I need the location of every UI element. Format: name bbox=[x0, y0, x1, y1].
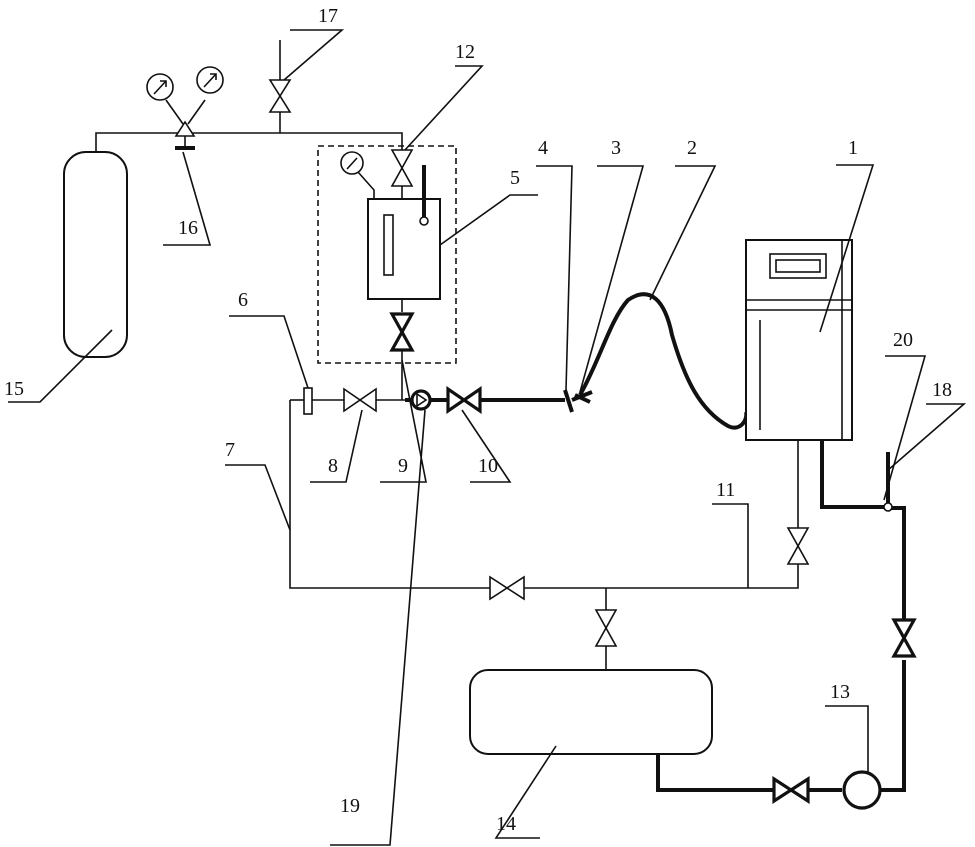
label-6: 6 bbox=[238, 289, 248, 311]
label-14: 14 bbox=[496, 813, 516, 835]
vessel bbox=[367, 198, 441, 300]
label-2: 2 bbox=[687, 137, 697, 159]
label-4: 4 bbox=[538, 137, 548, 159]
valve-icon bbox=[389, 312, 415, 352]
label-20: 20 bbox=[893, 329, 913, 351]
valve-icon bbox=[786, 527, 810, 565]
valve-icon bbox=[594, 609, 618, 647]
label-5: 5 bbox=[510, 167, 520, 189]
label-18: 18 bbox=[932, 379, 952, 401]
pressure-gauge-icon bbox=[146, 73, 174, 101]
label-9: 9 bbox=[398, 455, 408, 477]
level-gauge bbox=[383, 214, 394, 276]
pressure-regulator bbox=[165, 99, 206, 150]
label-8: 8 bbox=[328, 455, 338, 477]
label-19: 19 bbox=[340, 795, 360, 817]
dashed-enclosure bbox=[317, 145, 457, 364]
fitting-3 bbox=[571, 390, 593, 404]
label-7: 7 bbox=[225, 439, 235, 461]
label-17: 17 bbox=[318, 5, 338, 27]
valve-icon bbox=[268, 79, 292, 113]
label-12: 12 bbox=[455, 41, 475, 63]
valve-icon bbox=[343, 387, 377, 413]
label-16: 16 bbox=[178, 217, 198, 239]
test-apparatus bbox=[745, 239, 853, 441]
valve-icon bbox=[446, 385, 482, 415]
connector-4 bbox=[563, 389, 574, 413]
check-valve-icon bbox=[410, 389, 432, 411]
label-3: 3 bbox=[611, 137, 621, 159]
pressure-gauge-icon bbox=[196, 66, 224, 94]
apparatus-return-line bbox=[820, 440, 884, 509]
storage-tank bbox=[469, 669, 713, 755]
sensor-6 bbox=[303, 387, 313, 415]
valve-icon bbox=[390, 149, 414, 187]
valve-icon bbox=[772, 776, 810, 804]
leader-lines bbox=[8, 29, 967, 846]
pressure-gauge-icon bbox=[340, 151, 364, 175]
gas-supply-line bbox=[95, 132, 403, 152]
gas-cylinder bbox=[63, 151, 128, 358]
valve-icon bbox=[489, 575, 525, 601]
return-line bbox=[289, 400, 490, 589]
label-13: 13 bbox=[830, 681, 850, 703]
label-10: 10 bbox=[478, 455, 498, 477]
label-1: 1 bbox=[848, 137, 858, 159]
valve-icon bbox=[891, 618, 917, 658]
label-11: 11 bbox=[716, 479, 735, 501]
flexible-hose bbox=[578, 292, 749, 430]
pump-icon bbox=[842, 770, 882, 810]
label-15: 15 bbox=[4, 378, 24, 400]
